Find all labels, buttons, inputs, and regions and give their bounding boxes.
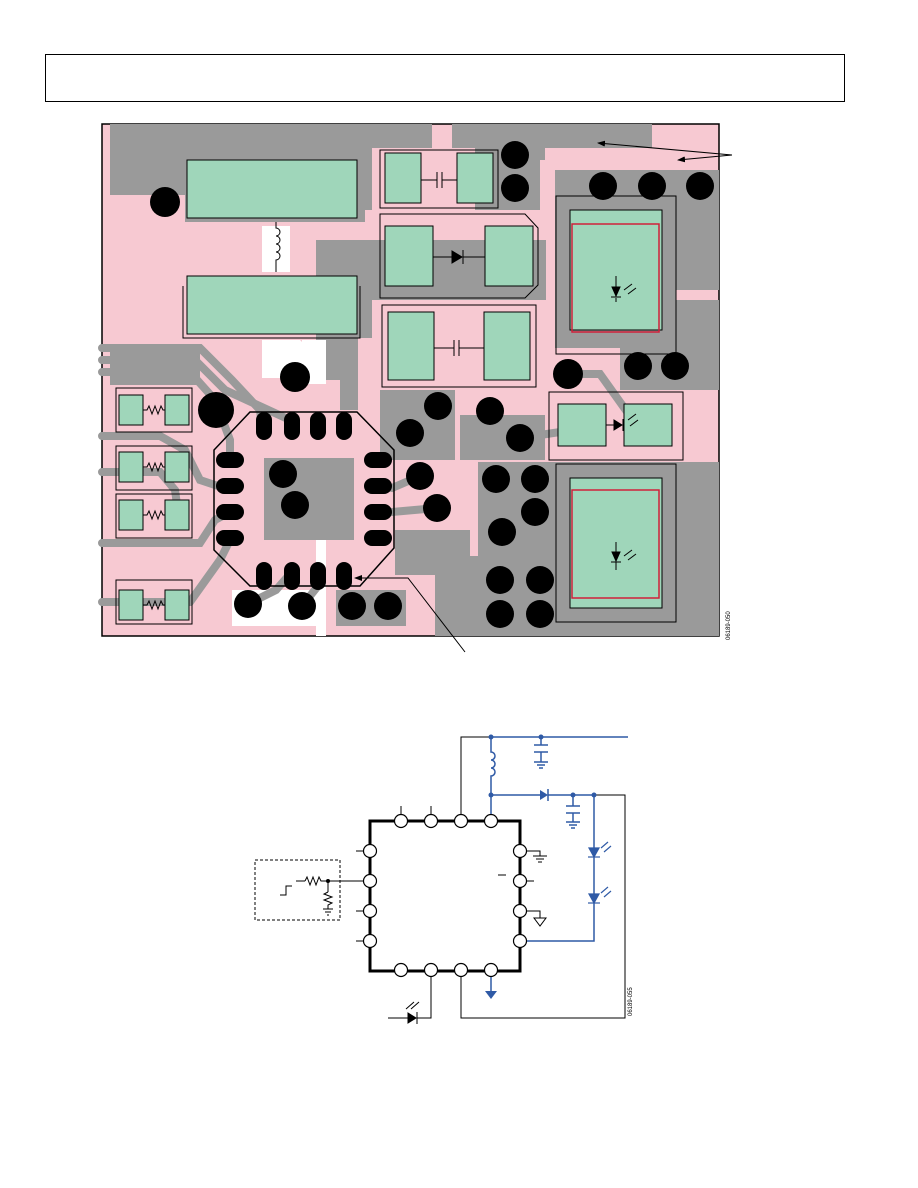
- inductor-icon: [275, 222, 281, 272]
- capacitor-icon: [566, 805, 580, 829]
- led-icon: [606, 413, 639, 431]
- led-icon: [587, 886, 612, 905]
- pcb-layout-figure: [98, 123, 733, 653]
- ic-pads: [216, 412, 392, 590]
- resistor-icon: [322, 891, 334, 909]
- ic-package-outline: [213, 411, 395, 587]
- led-outlines: [571, 223, 660, 599]
- input-network-box: [254, 859, 341, 921]
- annotation-pointers: [354, 140, 733, 653]
- resistor-icon: [143, 509, 165, 521]
- inductor-icon: [490, 737, 496, 795]
- page-header-frame: [45, 54, 845, 102]
- ground-icon: [527, 850, 547, 863]
- ic-body: [368, 819, 522, 973]
- schematic-wires: [328, 736, 626, 1019]
- resistor-icon: [143, 404, 165, 416]
- component-pads: [118, 152, 673, 621]
- input-network: [280, 875, 334, 916]
- vias: [150, 141, 714, 628]
- led-icon: [611, 542, 637, 570]
- schematic-figure-code: 06189-055: [628, 987, 634, 1016]
- schematic-junctions: [488, 734, 597, 798]
- capacitor-icon: [421, 172, 457, 188]
- schematic-junction: [326, 879, 330, 883]
- led-icon: [388, 1001, 420, 1024]
- ground-icon: [527, 910, 547, 927]
- led-icon: [587, 841, 612, 859]
- component-outlines: [115, 149, 684, 625]
- diode-icon: [433, 250, 485, 264]
- resistor-icon: [143, 599, 165, 611]
- capacitor-icon: [434, 340, 484, 356]
- ground-icon: [485, 991, 497, 999]
- led-icon: [611, 276, 637, 302]
- resistor-icon: [143, 461, 165, 473]
- diode-icon: [540, 789, 549, 801]
- ic-pins: [362, 813, 528, 978]
- capacitor-icon: [534, 744, 548, 769]
- highlight-path: [490, 736, 628, 991]
- layout-symbols: [143, 172, 639, 611]
- step-signal-icon: [280, 885, 292, 896]
- resistor-icon: [304, 875, 328, 887]
